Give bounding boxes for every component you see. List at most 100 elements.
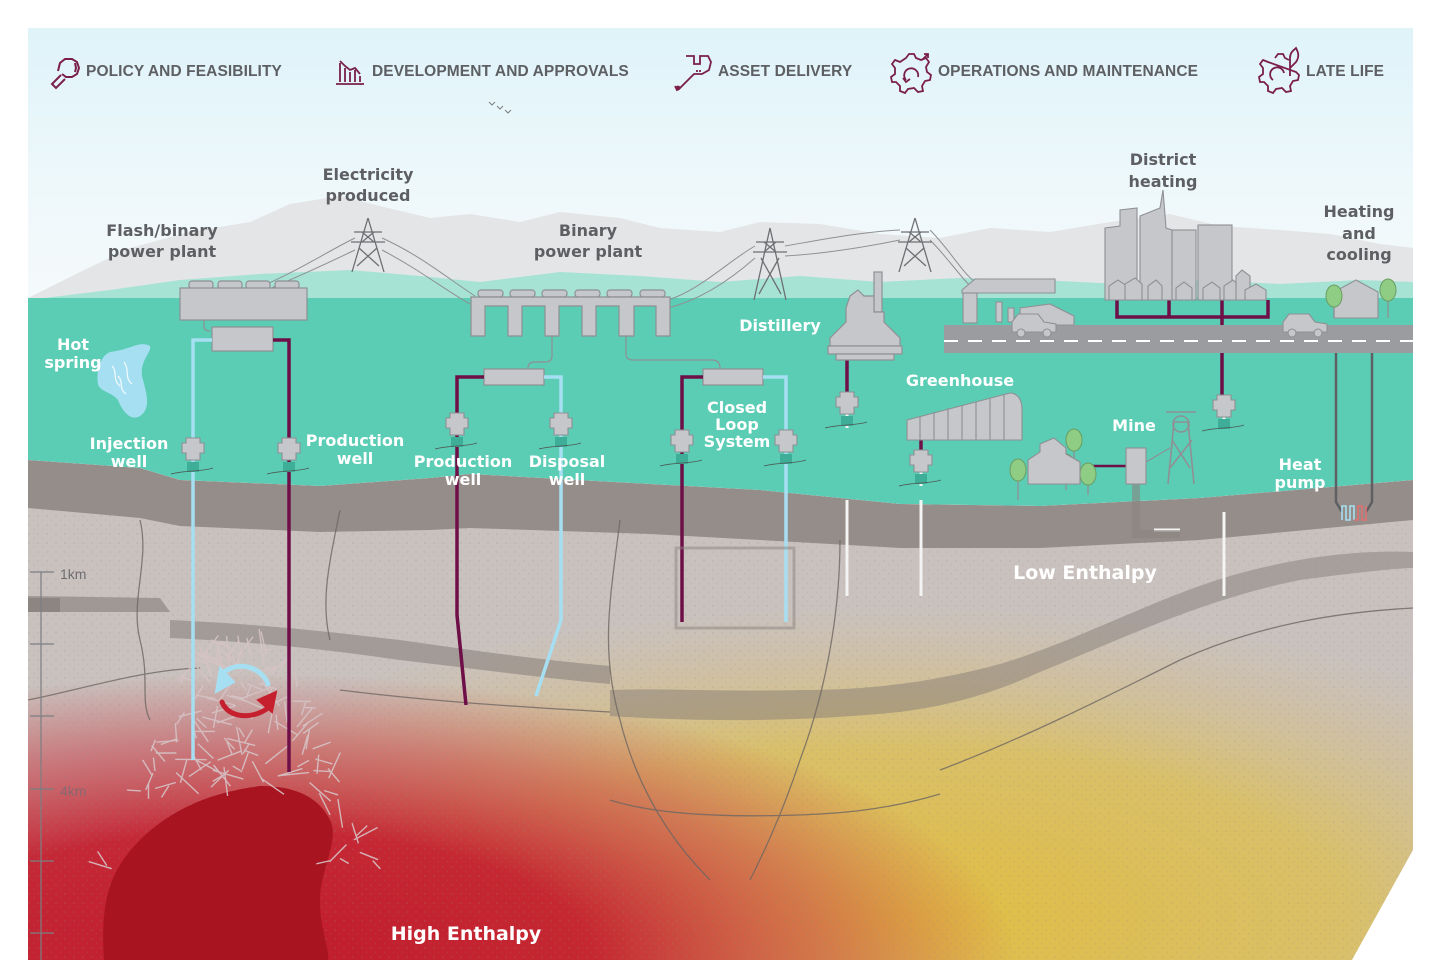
label-electricity-2: produced: [326, 186, 411, 205]
label-disposal-well-2: well: [549, 470, 586, 489]
fracture: [197, 654, 214, 664]
fracture: [197, 694, 216, 700]
label-closed-loop-3: System: [704, 432, 771, 451]
wellhead-icon: [1201, 394, 1245, 432]
label-flash-plant-1: Flash/binary: [106, 221, 218, 240]
label-low-enthalpy: Low Enthalpy: [1013, 562, 1157, 584]
fracture: [202, 635, 219, 657]
injection-pipe: [191, 338, 212, 760]
label-distillery: Distillery: [739, 316, 821, 335]
stage-late-life[interactable]: LATE LIFE: [1306, 63, 1384, 80]
car-icon: [1282, 313, 1328, 338]
label-mine: Mine: [1112, 416, 1156, 435]
stage-operations-maintenance[interactable]: OPERATIONS AND MAINTENANCE: [938, 63, 1198, 80]
pylon-icon: [351, 217, 385, 273]
fracture: [160, 785, 170, 798]
fracture: [270, 666, 278, 676]
fracture: [212, 773, 226, 783]
stage-policy-feasibility[interactable]: POLICY AND FEASIBILITY: [86, 63, 283, 80]
fracture: [142, 759, 153, 776]
fracture: [337, 798, 344, 828]
fracture-network: [88, 628, 381, 870]
gear-leaf-icon: [1258, 46, 1300, 95]
production-pipe-2: [455, 375, 484, 706]
fracture: [305, 728, 311, 750]
fracture: [239, 681, 247, 691]
wellhead-icon: [659, 429, 703, 467]
depth-scale: [30, 571, 54, 960]
label-flash-plant-2: power plant: [108, 242, 217, 261]
fracture: [279, 771, 310, 777]
fracture: [243, 729, 254, 744]
wrench-icon: [674, 55, 712, 92]
wellhead-icon: [266, 437, 310, 475]
fracture: [179, 758, 188, 783]
stage-asset-delivery[interactable]: ASSET DELIVERY: [718, 63, 853, 80]
label-greenhouse: Greenhouse: [906, 371, 1014, 390]
wellhead-icon: [538, 412, 582, 450]
fracture: [246, 683, 263, 691]
fracture: [219, 640, 241, 656]
fracture: [260, 642, 265, 665]
closed-loop-cold: [763, 375, 788, 622]
wellhead-icon: [763, 429, 807, 467]
fracture: [329, 844, 347, 863]
birds: [488, 101, 512, 114]
cutoff-corner: [1352, 850, 1413, 960]
tree-icon: [1379, 278, 1397, 318]
fracture: [339, 857, 350, 865]
fracture: [196, 717, 207, 729]
fracture: [232, 765, 243, 773]
wellhead-icon: [434, 412, 478, 450]
fracture: [304, 706, 316, 709]
fracture: [318, 792, 331, 816]
fracture: [88, 860, 112, 870]
fracture: [197, 743, 214, 760]
fracture: [231, 695, 245, 700]
fracture: [194, 758, 220, 773]
power-lines: [257, 229, 976, 309]
fracture: [312, 741, 331, 750]
fracture: [328, 752, 341, 779]
closed-loop-hot: [680, 375, 703, 622]
tree-icon: [1009, 458, 1027, 500]
fracture: [245, 685, 252, 699]
cars: [1011, 313, 1328, 338]
fracture: [316, 859, 332, 865]
label-heating-cooling-1: Heating: [1323, 202, 1394, 221]
wellhead-icon: [824, 391, 868, 429]
fracture: [301, 702, 307, 716]
binary-plant: [470, 289, 764, 386]
fracture: [315, 758, 333, 765]
fracture: [242, 742, 251, 754]
fracture: [261, 778, 285, 795]
magma-chamber: [103, 786, 333, 960]
fracture: [274, 720, 299, 736]
village: [1027, 437, 1081, 485]
fracture: [216, 714, 239, 724]
pylons: [351, 217, 932, 301]
label-district-heating-1: District: [1130, 150, 1197, 169]
fracture: [351, 822, 360, 844]
car-icon: [1011, 313, 1057, 338]
fracture: [195, 665, 211, 683]
fracture: [160, 737, 178, 746]
fracture: [238, 727, 245, 738]
fracture: [372, 860, 381, 870]
label-production-well-1a: Production: [306, 431, 404, 450]
fracture: [223, 767, 229, 796]
fracture: [359, 851, 379, 861]
production-pipe-1: [273, 338, 291, 772]
fracture: [235, 726, 243, 755]
fracture: [309, 781, 332, 802]
fracture: [237, 635, 243, 658]
fracture: [126, 789, 141, 792]
fracture: [152, 757, 156, 772]
stage-development-approvals[interactable]: DEVELOPMENT AND APPROVALS: [372, 63, 629, 80]
fracture: [237, 636, 254, 658]
fracture: [323, 789, 339, 796]
bar-chart-icon: [336, 60, 364, 85]
fracture: [212, 705, 219, 728]
label-electricity-1: Electricity: [323, 165, 414, 184]
